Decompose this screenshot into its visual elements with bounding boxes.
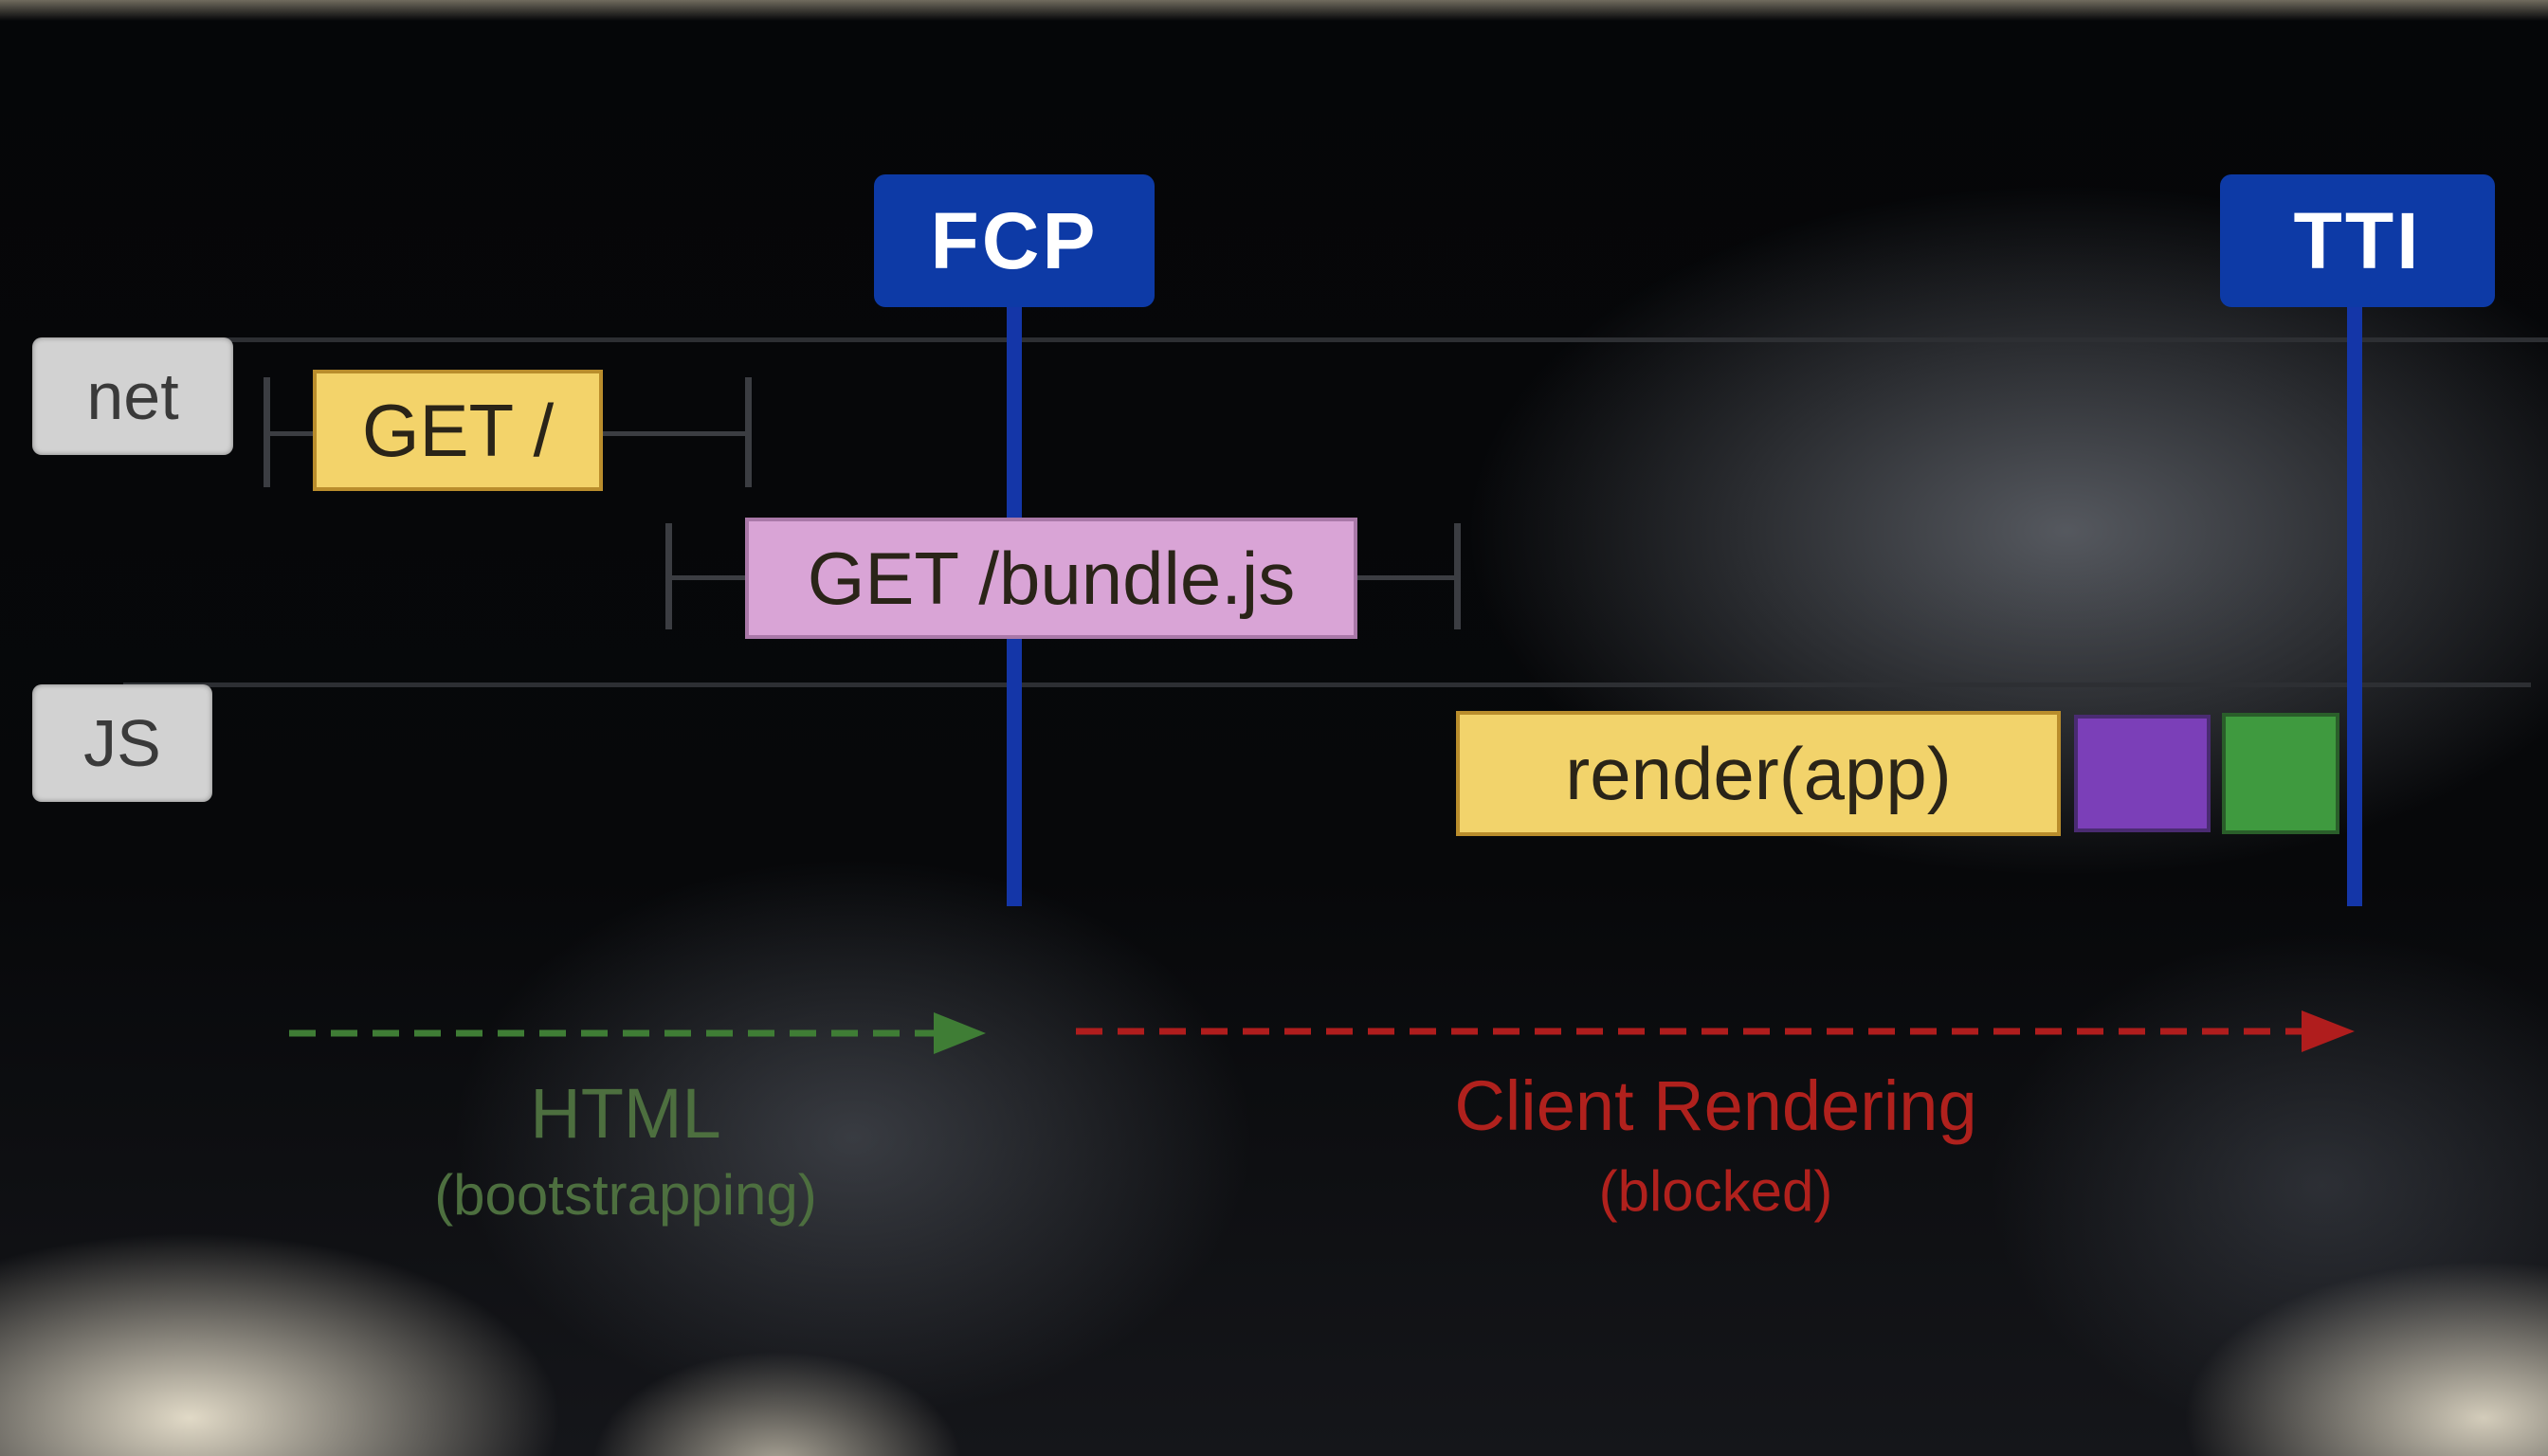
- get-root-whisker-left-cap: [264, 377, 270, 487]
- js-lane-line: [123, 682, 2531, 687]
- get-bundle-whisker-left-cap: [665, 523, 672, 629]
- get-bundle-whisker-right-cap: [1454, 523, 1461, 629]
- paper-edge-top: [0, 0, 2548, 21]
- fcp-marker-badge: FCP: [874, 174, 1155, 307]
- paper-edge-bottom: [0, 1058, 2548, 1456]
- task-render-app: render(app): [1456, 711, 2061, 836]
- html-phase-arrow: [289, 1012, 986, 1054]
- task-purple-block: [2074, 715, 2211, 832]
- tti-marker-badge: TTI: [2220, 174, 2495, 307]
- task-green-block: [2222, 713, 2339, 834]
- request-get-bundle: GET /bundle.js: [745, 518, 1357, 639]
- request-get-root: GET /: [313, 370, 603, 491]
- net-lane-line: [133, 337, 2548, 342]
- html-phase-title: HTML: [530, 1074, 721, 1153]
- html-phase-subtitle: (bootstrapping): [434, 1163, 817, 1227]
- client-rendering-phase-title: Client Rendering: [1454, 1066, 1977, 1145]
- lane-label-net: net: [32, 337, 233, 455]
- client-rendering-phase-arrow: [1076, 1010, 2355, 1052]
- lane-label-js: JS: [32, 684, 212, 802]
- client-rendering-phase-subtitle: (blocked): [1598, 1159, 1833, 1223]
- tti-marker-line: [2347, 303, 2362, 906]
- get-root-whisker-right-cap: [745, 377, 752, 487]
